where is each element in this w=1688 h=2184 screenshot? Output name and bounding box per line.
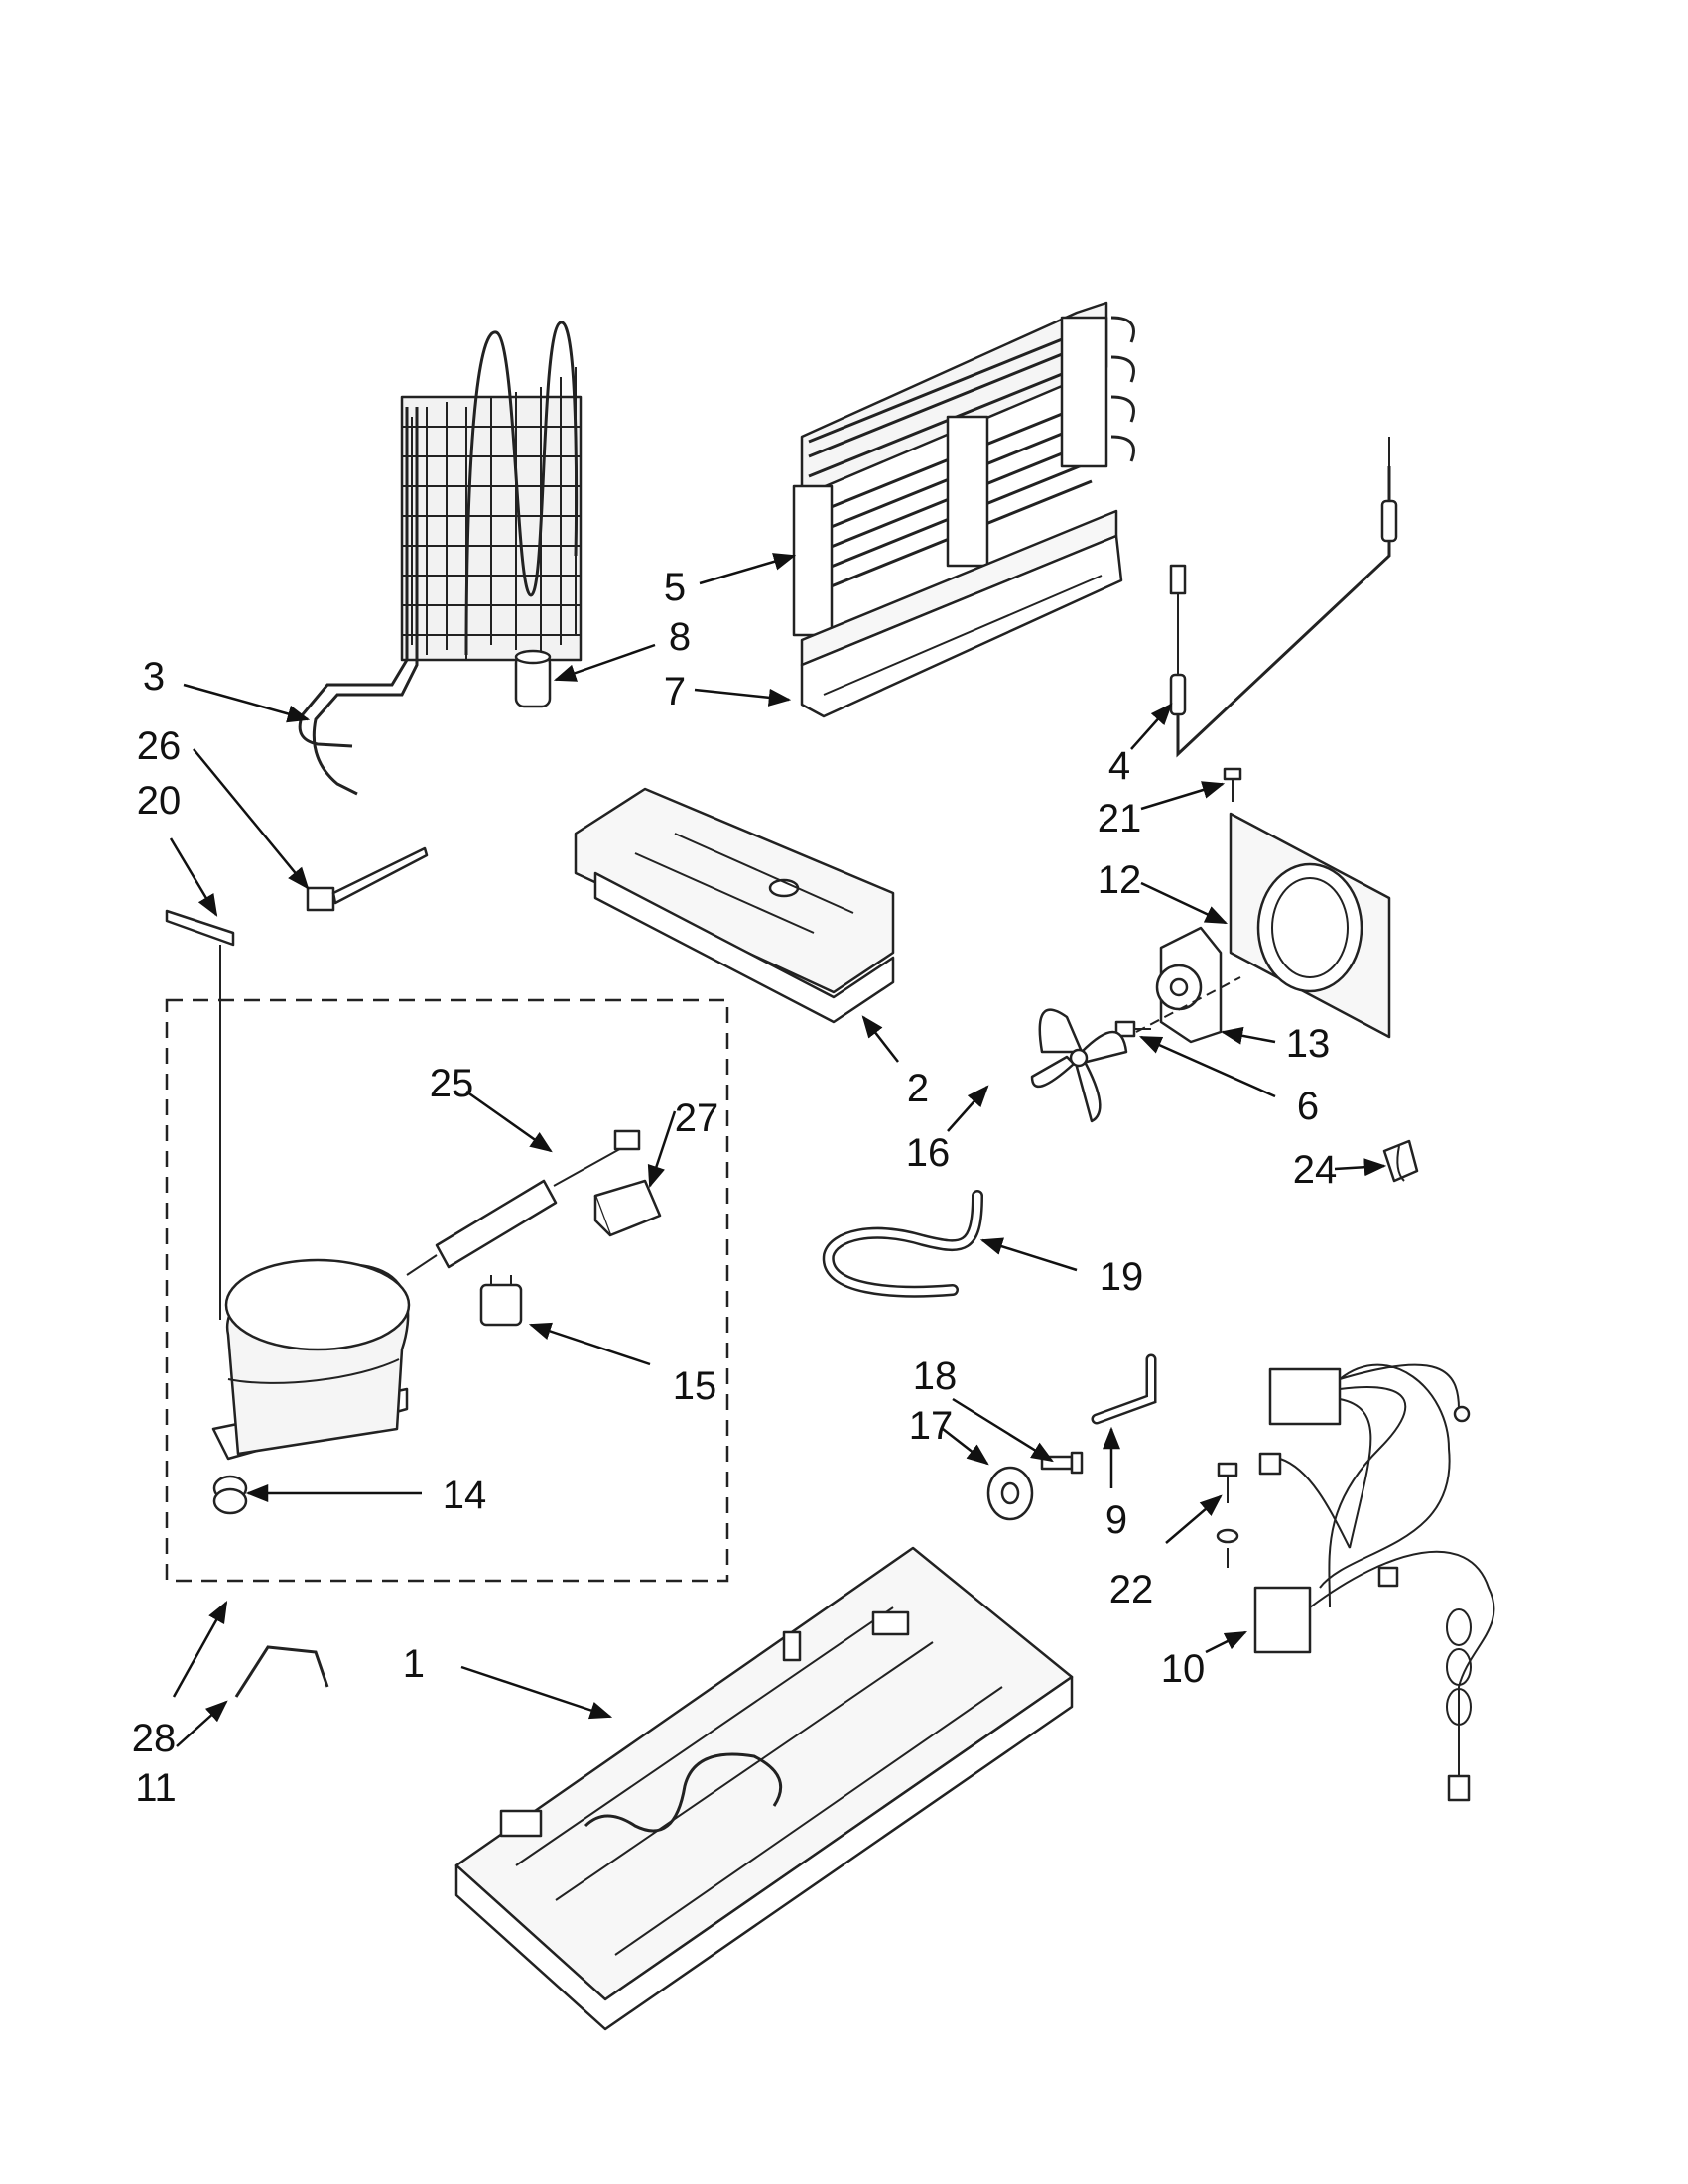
callout-4: 4 [1108, 744, 1130, 788]
callout-labels: 1 2 3 4 5 6 7 8 9 10 11 12 13 14 15 16 1… [132, 566, 1338, 1810]
callout-8: 8 [669, 615, 691, 659]
roller-wheel [986, 1466, 1034, 1521]
callout-3: 3 [143, 655, 165, 699]
base-plate [454, 1546, 1074, 2031]
start-relay [593, 1179, 662, 1237]
drain-hose [822, 1190, 983, 1298]
callout-11: 11 [135, 1766, 177, 1810]
filter-drier [406, 1129, 641, 1276]
callout-10: 10 [1161, 1647, 1206, 1691]
cap-part [514, 649, 552, 708]
callout-14: 14 [443, 1474, 487, 1517]
callout-12: 12 [1098, 858, 1142, 902]
callout-26: 26 [137, 724, 182, 768]
callout-17: 17 [909, 1404, 954, 1448]
shroud-screw [1223, 767, 1242, 802]
callout-25: 25 [430, 1062, 474, 1105]
callout-19: 19 [1100, 1255, 1144, 1299]
callout-7: 7 [664, 670, 686, 713]
evaporator [792, 301, 1135, 637]
callout-2: 2 [907, 1067, 929, 1110]
callout-21: 21 [1098, 797, 1142, 840]
cable-tie [306, 846, 429, 912]
sensor-wire [1169, 437, 1398, 758]
callout-28: 28 [132, 1717, 177, 1760]
callout-5: 5 [664, 566, 686, 609]
callout-18: 18 [913, 1354, 958, 1398]
callout-20: 20 [137, 779, 182, 823]
callout-9: 9 [1105, 1498, 1127, 1542]
bracket [234, 1645, 329, 1698]
wiring-harness [1253, 1363, 1495, 1802]
callout-1: 1 [403, 1642, 425, 1686]
drain-pan [574, 787, 895, 1024]
roller-bolt [1040, 1451, 1084, 1475]
callout-27: 27 [675, 1096, 719, 1140]
evaporator-tray [800, 509, 1123, 718]
condenser-coil [298, 321, 583, 796]
fan-blade [1030, 1008, 1128, 1123]
callout-24: 24 [1293, 1148, 1338, 1192]
callout-16: 16 [906, 1131, 951, 1175]
leader-lines [169, 553, 1387, 1747]
callout-15: 15 [673, 1364, 717, 1408]
compressor-kit-group [165, 998, 729, 1583]
compressor [211, 1258, 411, 1461]
callout-22: 22 [1109, 1568, 1154, 1611]
tube-part [1091, 1353, 1157, 1425]
clip [1382, 1139, 1419, 1183]
strap-part [165, 909, 235, 1320]
callout-6: 6 [1297, 1085, 1319, 1128]
ground-screw [1216, 1462, 1239, 1568]
motor-screw [1114, 976, 1241, 1038]
fan-motor [1155, 926, 1223, 1044]
overload-protector [479, 1275, 523, 1327]
callout-13: 13 [1286, 1022, 1331, 1066]
grommet [212, 1475, 248, 1515]
fan-shroud [1229, 812, 1391, 1039]
